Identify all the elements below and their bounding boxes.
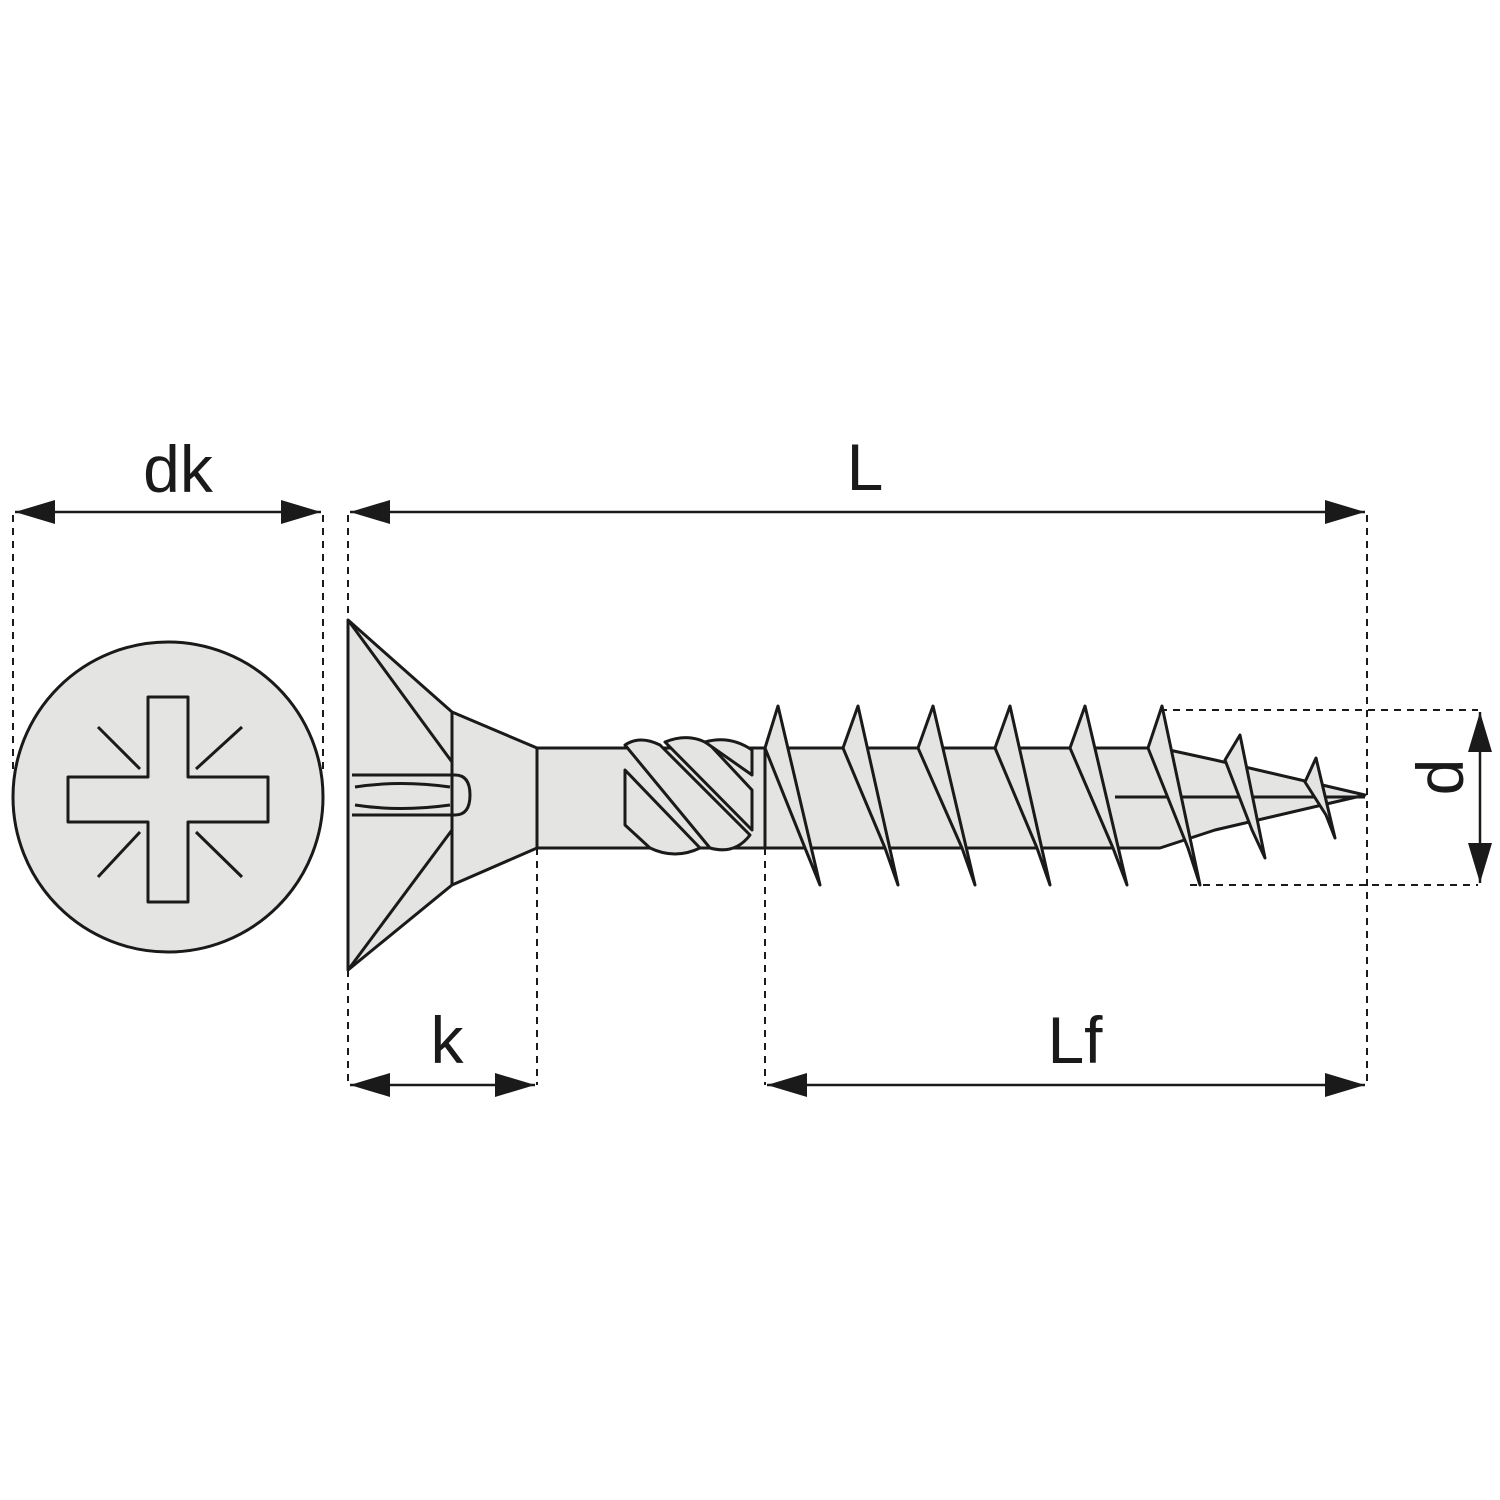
drive-recess — [352, 773, 472, 817]
label-k: k — [431, 1003, 465, 1077]
head-top-view — [11, 640, 325, 954]
dimension-Lf: Lf — [767, 1003, 1365, 1097]
screw-side-view — [346, 618, 1367, 972]
dimension-dk: dk — [15, 432, 321, 524]
dimension-d: d — [1403, 712, 1492, 883]
thread-flights — [763, 704, 1337, 887]
label-d: d — [1403, 759, 1477, 796]
label-Lf: Lf — [1047, 1003, 1103, 1077]
pozidriv-cross-icon — [66, 695, 270, 904]
dimension-L: L — [350, 430, 1365, 524]
extension-lines — [12, 515, 1478, 1085]
label-L: L — [847, 430, 884, 504]
label-dk: dk — [143, 432, 214, 506]
head-circle — [11, 640, 325, 954]
pozidriv-star-lines — [96, 725, 244, 879]
screw-head — [346, 618, 539, 972]
milling-ribs — [623, 736, 754, 856]
dimension-k: k — [350, 1003, 535, 1097]
